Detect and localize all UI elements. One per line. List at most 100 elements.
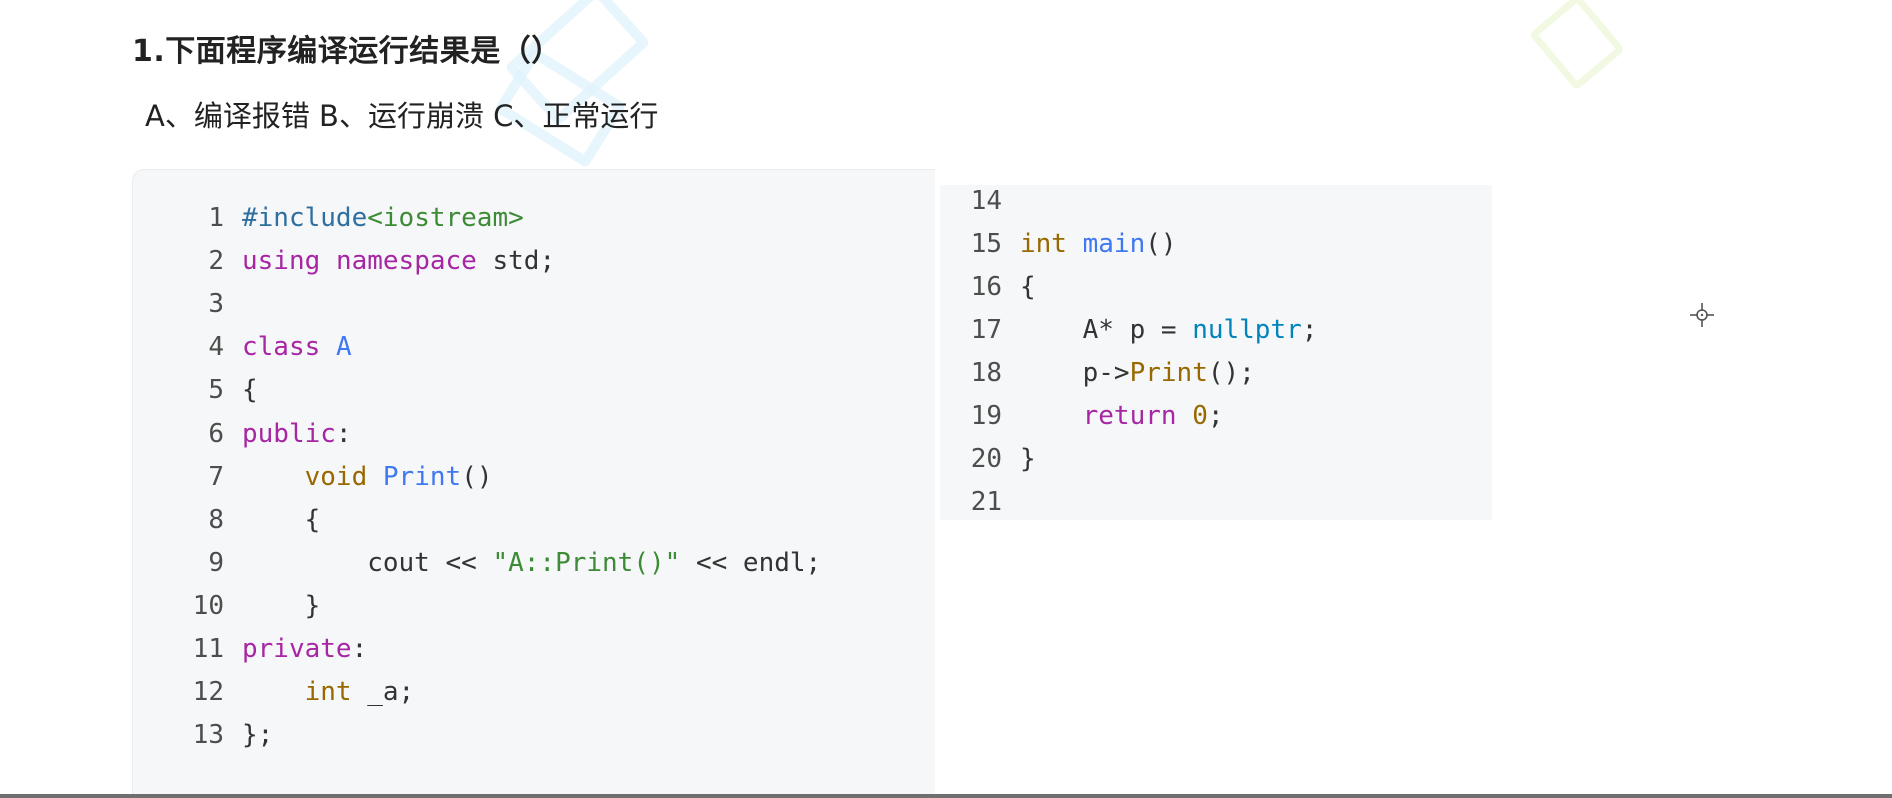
code-line: 14 <box>940 180 1020 223</box>
code-token: cout << <box>242 547 493 578</box>
line-number: 14 <box>970 186 1002 216</box>
line-code: cout << "A::Print()" << endl; <box>242 548 821 578</box>
code-token: << endl; <box>680 547 822 578</box>
line-code: { <box>1020 272 1036 302</box>
line-code: } <box>1020 444 1036 474</box>
line-number: 10 <box>192 590 224 621</box>
line-code: } <box>242 590 321 621</box>
line-number: 1 <box>208 203 224 233</box>
code-token: A <box>335 332 352 363</box>
code-token: } <box>242 590 321 621</box>
code-token <box>320 332 336 362</box>
code-token: private <box>242 634 352 664</box>
code-token: return <box>1082 401 1177 431</box>
line-number: 19 <box>970 401 1002 431</box>
code-line: 17 A* p = nullptr; <box>940 309 1318 352</box>
code-line: 20} <box>940 438 1036 481</box>
line-number: 17 <box>970 315 1002 345</box>
code-line: 21 <box>940 481 1020 524</box>
line-code: }; <box>242 720 273 750</box>
code-token <box>242 462 305 492</box>
code-token: : <box>335 418 352 449</box>
code-token: () <box>461 461 493 492</box>
line-code: class A <box>242 332 352 362</box>
code-token: } <box>1020 444 1036 474</box>
line-code: #include<iostream> <box>242 203 524 233</box>
code-line: 11 private: <box>133 628 368 671</box>
line-code: public: <box>242 419 352 449</box>
code-token: #include <box>242 203 368 233</box>
code-token <box>367 462 383 492</box>
code-token: : <box>351 634 368 664</box>
line-number: 21 <box>970 487 1002 517</box>
code-line: 1 #include<iostream> <box>133 197 524 240</box>
code-token <box>1177 401 1193 431</box>
code-token: public <box>242 418 336 449</box>
line-number: 13 <box>192 720 224 751</box>
code-token <box>1020 401 1083 431</box>
code-token: using <box>242 246 321 277</box>
line-code: int main() <box>1020 229 1177 259</box>
code-line: 8 { <box>133 499 320 542</box>
line-number: 8 <box>208 504 224 535</box>
code-line: 18 p->Print(); <box>940 352 1255 395</box>
line-number: 15 <box>970 229 1002 259</box>
line-code: void Print() <box>242 462 493 492</box>
line-code: int _a; <box>242 677 415 708</box>
code-token: class <box>242 332 321 363</box>
line-number: 4 <box>208 332 224 363</box>
code-line: 10 } <box>133 585 321 628</box>
code-token: "A::Print()" <box>492 547 681 578</box>
code-token: Print <box>382 461 462 492</box>
line-code: return 0; <box>1020 401 1224 431</box>
line-number: 2 <box>208 246 224 277</box>
code-line: 16 { <box>940 266 1036 309</box>
code-token: { <box>242 375 258 406</box>
line-number: 3 <box>208 289 224 320</box>
code-token: ; <box>1207 401 1224 431</box>
line-code: { <box>242 505 321 535</box>
code-token: namespace <box>335 246 477 277</box>
code-token: () <box>1145 229 1177 259</box>
code-token: }; <box>242 720 274 751</box>
bottom-divider <box>0 794 1892 798</box>
line-code: p->Print(); <box>1020 358 1255 388</box>
question-title: 1.下面程序编译运行结果是（） <box>132 34 562 69</box>
code-block-left: 1 #include<iostream> 2 using namespace std;… <box>132 169 935 798</box>
line-number: 20 <box>970 444 1002 474</box>
code-token <box>320 246 336 276</box>
line-number: 18 <box>970 358 1002 388</box>
code-line: 7 void Print() <box>133 456 493 499</box>
line-number: 5 <box>208 375 224 406</box>
code-token: Print <box>1129 358 1208 388</box>
line-number: 6 <box>208 418 224 449</box>
code-token <box>1067 229 1083 259</box>
code-token: 0 <box>1192 401 1208 431</box>
code-token: (); <box>1207 358 1255 388</box>
code-line: 3 <box>133 283 242 326</box>
line-code: { <box>242 375 258 405</box>
crosshair-cursor-icon <box>1690 303 1714 327</box>
line-number: 11 <box>192 634 224 664</box>
code-line: 4 class A <box>133 326 352 369</box>
line-code: private: <box>242 634 367 664</box>
code-token: std; <box>476 246 556 277</box>
code-token: <iostream> <box>367 203 524 233</box>
line-number: 12 <box>192 677 224 708</box>
code-line: 13}; <box>133 714 274 757</box>
code-token: int <box>304 677 352 708</box>
code-line: 6 public: <box>133 413 352 456</box>
code-line: 5{ <box>133 369 258 412</box>
line-number: 9 <box>208 547 224 578</box>
code-token: p-> <box>1020 358 1130 388</box>
code-token: A* p = <box>1020 315 1193 345</box>
code-line: 2 using namespace std; <box>133 240 555 283</box>
code-line: 12 int _a; <box>133 671 415 714</box>
code-token: int <box>1020 229 1067 259</box>
code-token: void <box>304 461 368 492</box>
code-line: 15 int main() <box>940 223 1177 266</box>
line-number: 16 <box>970 272 1002 302</box>
code-token: _a; <box>351 677 415 708</box>
